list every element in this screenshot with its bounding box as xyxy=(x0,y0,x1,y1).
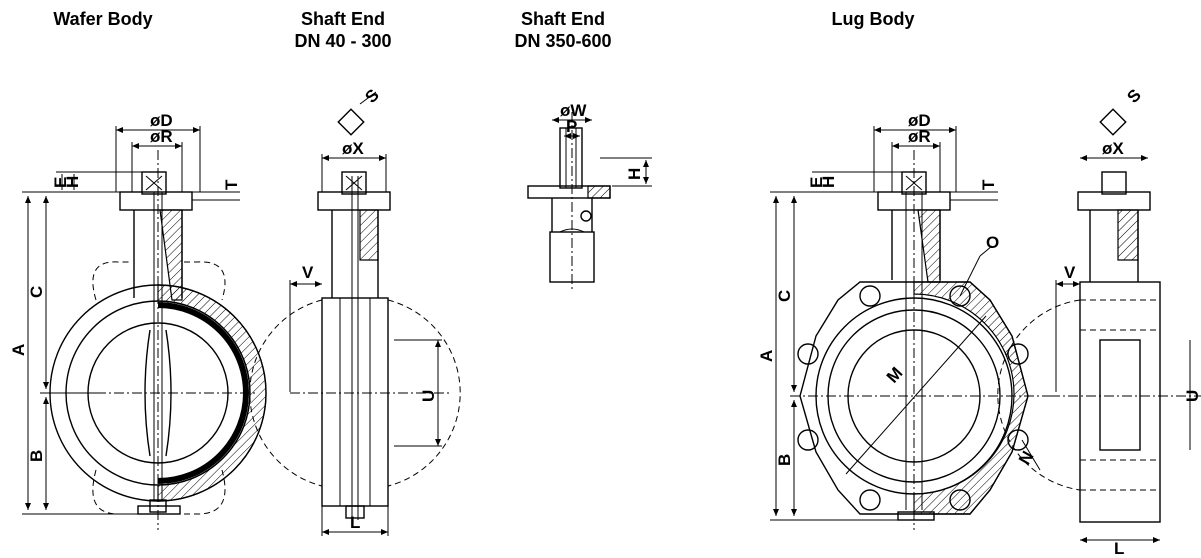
dim-L: L xyxy=(350,513,360,532)
dim-O: O xyxy=(986,233,999,252)
dim-N: N xyxy=(1015,448,1038,468)
heading-wafer-body: Wafer Body xyxy=(38,8,168,30)
dim-D-lug: øD xyxy=(908,111,931,130)
lug-body-drawing: M O N A C B E H øD øR T xyxy=(757,85,1201,558)
dim-U-lug: U xyxy=(1183,390,1201,402)
heading-line: Shaft End xyxy=(301,9,385,29)
dim-V-lug: V xyxy=(1064,263,1076,282)
dim-H-lug: H xyxy=(819,176,838,188)
dim-P: P xyxy=(566,117,577,136)
dim-E-lug: E xyxy=(807,177,826,188)
dim-E: E xyxy=(51,177,70,188)
dim-T-lug: T xyxy=(979,179,998,190)
dim-R-lug: øR xyxy=(908,127,931,146)
dim-W: øW xyxy=(560,101,587,120)
dim-A-lug: A xyxy=(757,350,776,362)
dim-D: øD xyxy=(150,111,173,130)
heading-line: DN 40 - 300 xyxy=(294,31,392,51)
dim-B-lug: B xyxy=(775,454,794,466)
dim-S-lug: S xyxy=(1123,85,1144,106)
dim-T: T xyxy=(222,179,241,190)
heading-line: Shaft End xyxy=(521,9,605,29)
dim-X: øX xyxy=(342,139,364,158)
dim-C-lug: C xyxy=(775,290,794,302)
disc-side xyxy=(321,297,389,507)
dim-M: M xyxy=(883,363,907,386)
dim-A: A xyxy=(9,344,28,356)
heading-line: Wafer Body xyxy=(53,9,153,29)
dim-S: S xyxy=(361,85,382,106)
heading-shaft-end-small: Shaft End DN 40 - 300 xyxy=(278,8,408,52)
shaft-end-small-drawing: S øX V U L xyxy=(249,85,461,536)
dim-B: B xyxy=(27,450,46,462)
dim-V: V xyxy=(302,263,314,282)
dim-L-lug: L xyxy=(1114,539,1124,558)
dim-U: U xyxy=(419,390,438,402)
heading-lug-body: Lug Body xyxy=(808,8,938,30)
dim-H-large: H xyxy=(625,168,644,180)
dim-C: C xyxy=(27,286,46,298)
top-flange xyxy=(119,191,193,211)
dim-X-lug: øX xyxy=(1102,139,1124,158)
heading-line: Lug Body xyxy=(831,9,915,29)
dim-R: øR xyxy=(150,127,173,146)
heading-line: DN 350-600 xyxy=(514,31,612,51)
heading-shaft-end-large: Shaft End DN 350-600 xyxy=(498,8,628,52)
dim-H: H xyxy=(63,176,82,188)
shaft-end-large-drawing: øW P H xyxy=(527,101,652,290)
wafer-body-drawing: A C B E H øD øR T xyxy=(9,111,267,530)
